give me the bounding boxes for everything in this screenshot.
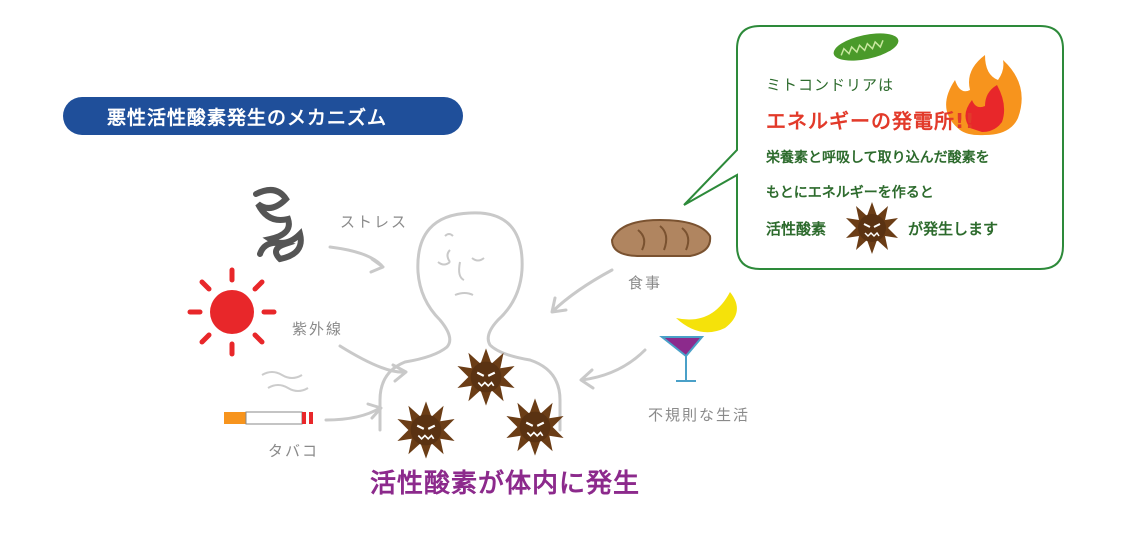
- arrow-irregular: [579, 348, 647, 390]
- bubble-line-2: エネルギーの発電所!!: [766, 109, 976, 133]
- result-label: 活性酸素が体内に発生: [370, 469, 641, 499]
- bread-icon: [610, 218, 712, 257]
- title-banner: 悪性活性酸素発生のメカニズム: [63, 97, 463, 135]
- label-tobacco: タバコ: [268, 442, 320, 460]
- radical-icon-body-1: [456, 347, 516, 407]
- bubble-line-5b: が発生します: [908, 220, 999, 238]
- label-food: 食事: [628, 274, 663, 292]
- fire-icon: [946, 55, 1022, 136]
- title-text: 悪性活性酸素発生のメカニズム: [107, 106, 388, 129]
- bubble-line-3: 栄養素と呼吸して取り込んだ酸素を: [766, 150, 990, 166]
- label-uv: 紫外線: [292, 320, 344, 338]
- cocktail-icon: [659, 336, 705, 382]
- label-irregular: 不規則な生活: [648, 406, 751, 424]
- cigarette-icon: [224, 371, 313, 425]
- bubble-line-5a: 活性酸素: [766, 220, 827, 238]
- sun-icon: [187, 267, 277, 357]
- arrow-food: [550, 268, 614, 314]
- speech-bubble: [683, 25, 1064, 270]
- arrow-tobacco: [324, 402, 383, 422]
- moon-icon: [676, 292, 737, 333]
- bubble-line-4: もとにエネルギーを作ると: [766, 185, 934, 201]
- bubble-line-1: ミトコンドリアは: [766, 76, 895, 94]
- radical-icon-body-2: [396, 400, 456, 460]
- arrow-uv: [338, 344, 408, 383]
- mitochondria-icon: [833, 33, 899, 61]
- arrow-stress: [328, 245, 385, 274]
- radical-icon-body-3: [505, 397, 565, 457]
- person-outline: [378, 211, 562, 432]
- stress-scribble-icon: [253, 187, 304, 263]
- label-stress: ストレス: [340, 213, 409, 231]
